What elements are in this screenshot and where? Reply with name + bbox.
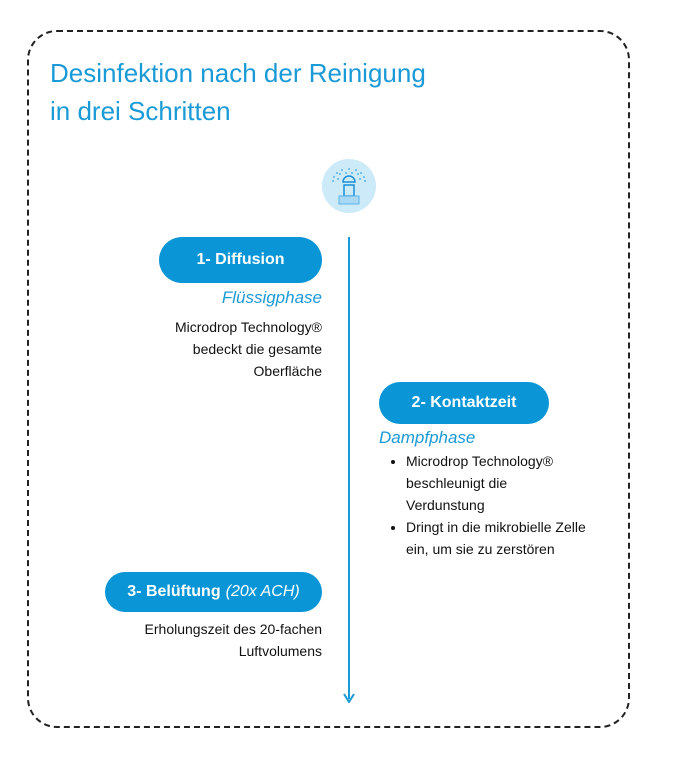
- step-2-description: Microdrop Technology® beschleunigt die V…: [388, 450, 588, 560]
- step-1-label: 1- Diffusion: [196, 251, 285, 268]
- step-2-phase: Dampfphase: [379, 428, 476, 447]
- bullet-item: Microdrop Technology® beschleunigt die V…: [406, 450, 588, 516]
- title-line-2: in drei Schritten: [50, 96, 231, 126]
- step-1-description: Microdrop Technology® bedeckt die gesamt…: [175, 316, 322, 382]
- step-2-pill: 2- Kontaktzeit: [379, 382, 549, 424]
- desc-line: Erholungszeit des 20-fachen: [144, 621, 322, 637]
- arrow-down-icon: [343, 693, 355, 703]
- step-1-phase: Flüssigphase: [221, 288, 322, 307]
- step-3-label-suffix: (20x ACH): [225, 583, 300, 600]
- step-1-pill: 1- Diffusion: [159, 237, 322, 283]
- step-3-label: 3- Belüftung: [127, 583, 221, 600]
- timeline-axis: [348, 237, 350, 699]
- step-3-pill: 3- Belüftung(20x ACH): [105, 572, 322, 612]
- desc-line: Luftvolumens: [238, 643, 322, 659]
- step-2-label: 2- Kontaktzeit: [411, 394, 517, 411]
- sprayer-icon: [322, 159, 376, 213]
- title-line-1: Desinfektion nach der Reinigung: [50, 58, 426, 88]
- desc-line: bedeckt die gesamte: [192, 341, 322, 357]
- bullet-item: Dringt in die mikrobielle Zelle ein, um …: [406, 516, 588, 560]
- dashed-frame: [27, 30, 630, 728]
- desc-line: Microdrop Technology®: [174, 319, 322, 335]
- step-3-description: Erholungszeit des 20-fachen Luftvolumens: [145, 618, 322, 662]
- desc-line: Oberfläche: [253, 363, 322, 379]
- page-title: Desinfektion nach der Reinigung in drei …: [50, 54, 426, 130]
